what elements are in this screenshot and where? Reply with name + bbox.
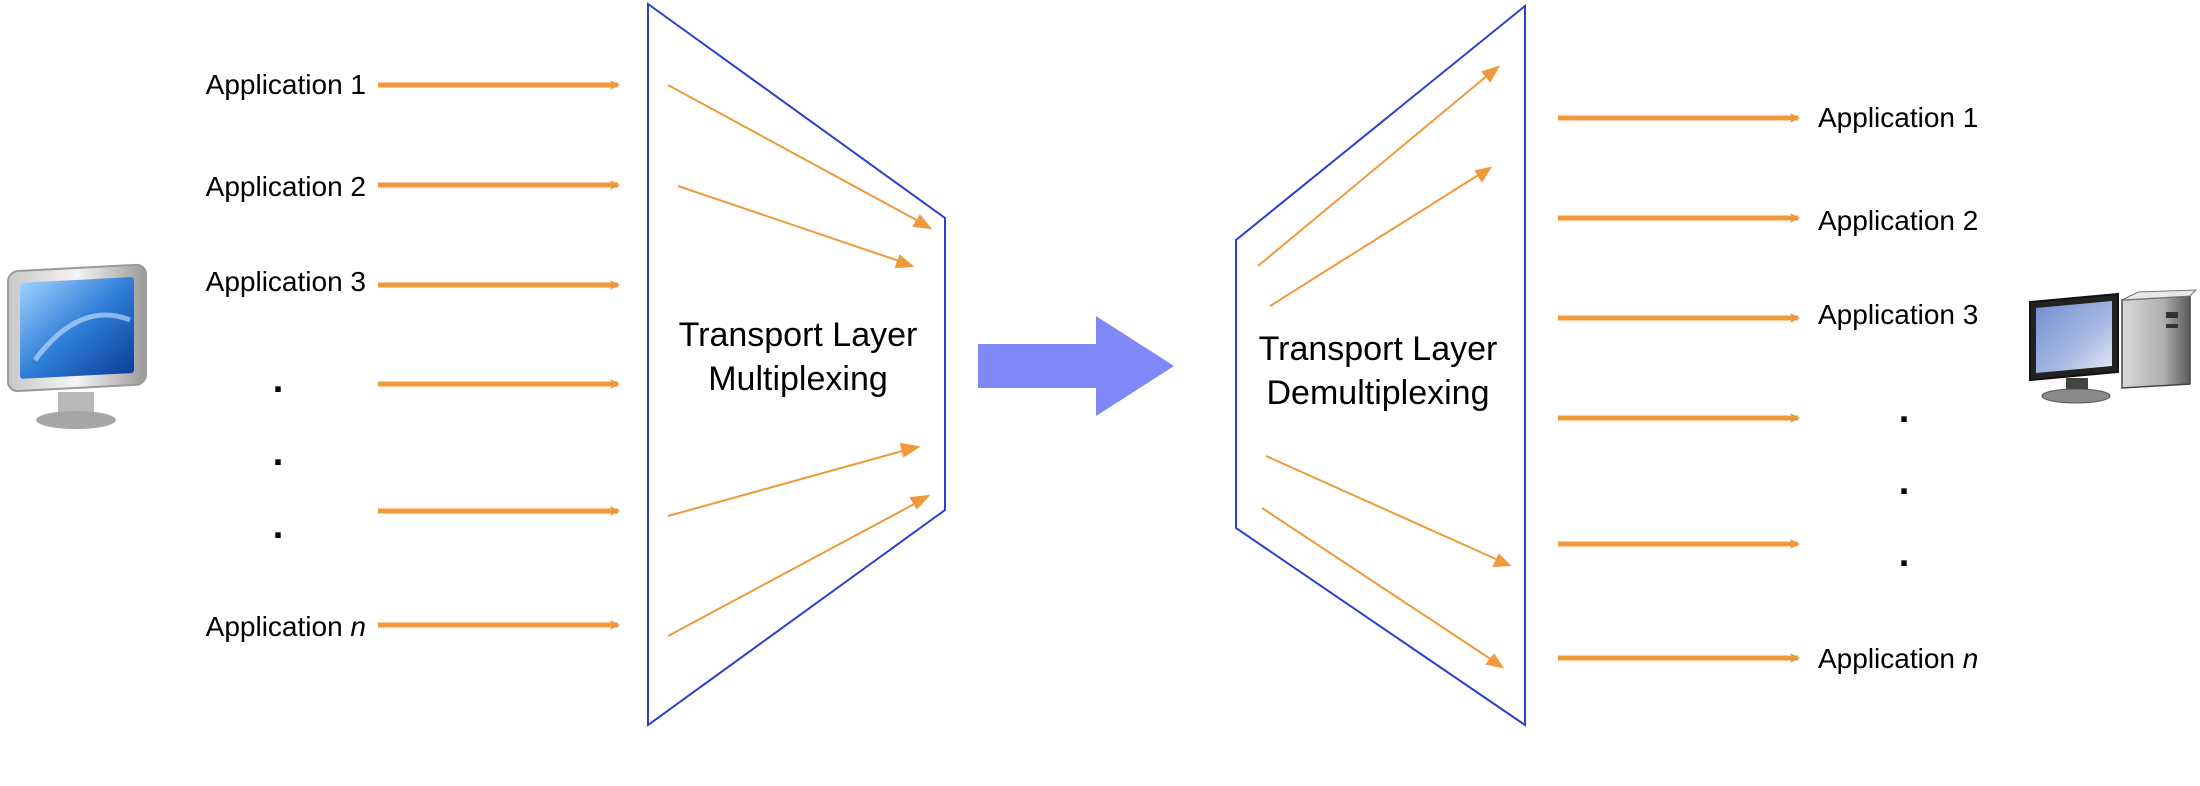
svg-text:Application n: Application n — [1818, 643, 1978, 674]
svg-text:Application 3: Application 3 — [206, 266, 366, 297]
mux-inner-arrowhead — [899, 442, 921, 458]
mux-inner-arrowhead — [909, 494, 931, 510]
demux-title-line1: Transport Layer — [1259, 330, 1498, 368]
demux-title-line2: Demultiplexing — [1267, 374, 1490, 412]
receiver-ellipsis-dot: . — [1899, 389, 1910, 431]
mux-inner-arrow — [677, 185, 903, 263]
demux-inner-arrowhead — [1485, 653, 1505, 669]
multiplexing-funnel — [647, 2, 946, 727]
mux-title-line2: Multiplexing — [708, 360, 888, 398]
mux-inner-arrow — [667, 501, 919, 637]
mux-inner-arrowhead — [912, 214, 933, 230]
sender-ellipsis-dot: . — [273, 505, 284, 547]
demux-inner-arrow — [1261, 507, 1493, 661]
svg-text:Application 3: Application 3 — [1818, 299, 1978, 330]
imac-computer-icon — [7, 263, 147, 429]
receiver-app-label-3: Application 3 — [1818, 299, 1978, 330]
receiver-app-label-1: Application 1 — [1818, 102, 1978, 133]
receiver-ellipsis-dot: . — [1899, 533, 1910, 575]
mux-inner-arrow — [667, 449, 907, 517]
svg-text:Application 2: Application 2 — [206, 171, 366, 202]
sender-app-label-2: Application 2 — [206, 171, 366, 202]
mux-inner-arrowhead — [894, 254, 915, 269]
svg-text:Application 1: Application 1 — [206, 69, 366, 100]
svg-text:Application 2: Application 2 — [1818, 205, 1978, 236]
demux-inner-arrow — [1265, 455, 1499, 561]
sender-ellipsis-dot: . — [273, 359, 284, 401]
demux-inner-arrow — [1269, 173, 1481, 307]
demultiplexing-funnel — [1235, 3, 1526, 727]
mux-title-line1: Transport Layer — [679, 316, 918, 354]
svg-text:Application 1: Application 1 — [1818, 102, 1978, 133]
receiver-ellipsis-dot: . — [1899, 461, 1910, 503]
svg-text:Application n: Application n — [206, 611, 366, 642]
mux-inner-arrow — [667, 84, 921, 223]
demux-inner-arrowhead — [1474, 166, 1493, 183]
transfer-arrow — [978, 316, 1174, 416]
receiver-app-label-n: Application n — [1818, 643, 1978, 674]
sender-app-label-1: Application 1 — [206, 69, 366, 100]
desktop-tower-computer-icon — [2029, 289, 2198, 404]
demux-inner-arrowhead — [1481, 65, 1501, 83]
sender-app-label-3: Application 3 — [206, 266, 366, 297]
demux-inner-arrow — [1257, 74, 1489, 267]
receiver-app-label-2: Application 2 — [1818, 205, 1978, 236]
sender-ellipsis-dot: . — [273, 432, 284, 474]
sender-app-label-n: Application n — [206, 611, 366, 642]
demux-inner-arrowhead — [1492, 553, 1512, 568]
